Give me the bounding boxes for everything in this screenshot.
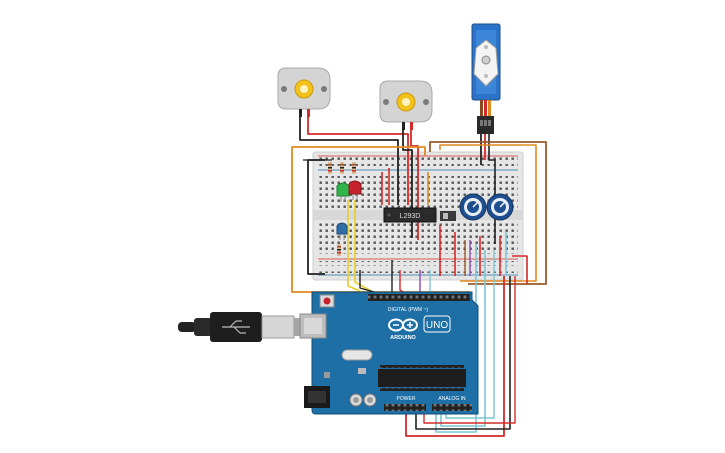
arduino-uno[interactable]: DIGITAL (PWM ~) ARDUINO UNO POWER <box>299 291 479 415</box>
digital-header-label: DIGITAL (PWM ~) <box>388 307 428 313</box>
potentiometer-1[interactable] <box>459 193 487 221</box>
usb-icon <box>222 320 250 334</box>
power-header-label: POWER <box>397 396 416 402</box>
uno-badge: UNO <box>423 315 451 333</box>
resistor-3[interactable] <box>352 162 356 174</box>
resistor-1[interactable] <box>328 162 332 174</box>
blue-led[interactable] <box>336 222 348 240</box>
arduino-logo-icon <box>388 318 418 332</box>
board-logo-text: ARDUINO <box>390 335 416 341</box>
resistor-2[interactable] <box>340 162 344 174</box>
wires <box>291 117 547 437</box>
motor-driver-ic[interactable]: L293D <box>383 207 437 223</box>
dc-motor-1[interactable] <box>277 67 331 117</box>
potentiometer-2[interactable] <box>486 193 514 221</box>
dc-motor-2[interactable] <box>379 80 433 130</box>
red-led[interactable] <box>348 180 362 200</box>
servo-motor[interactable] <box>471 23 501 134</box>
resistor-4[interactable] <box>337 244 341 256</box>
analog-header-label: ANALOG IN <box>438 396 466 402</box>
ic-label: L293D <box>400 213 421 220</box>
usb-cable <box>178 312 316 342</box>
slide-switch[interactable] <box>440 211 456 221</box>
board-model-text: UNO <box>426 320 448 331</box>
